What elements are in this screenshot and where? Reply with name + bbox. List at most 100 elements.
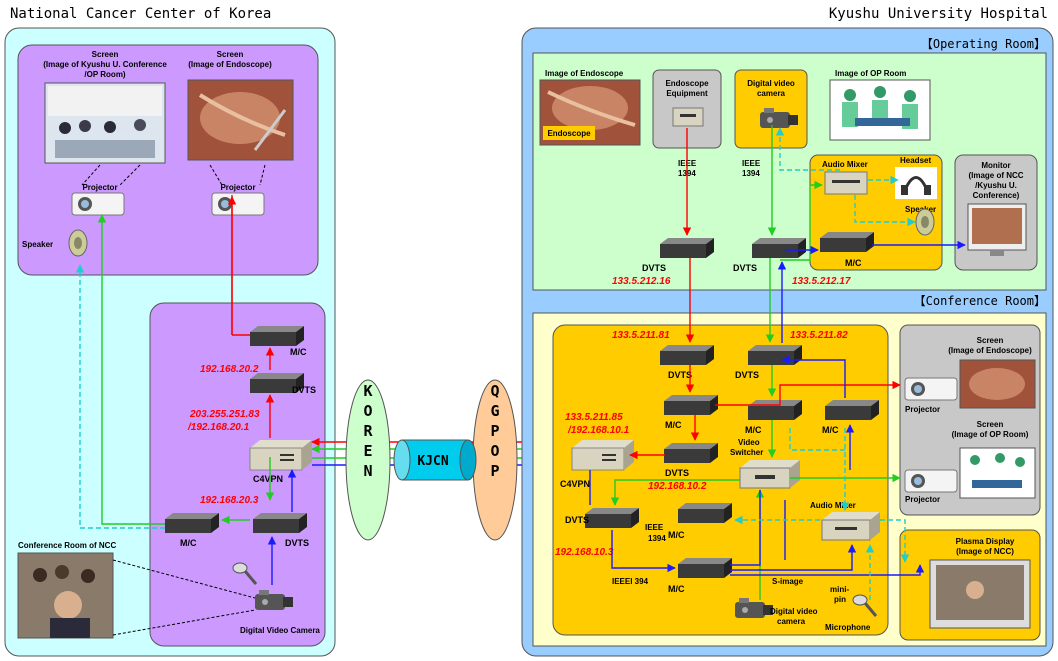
conf-audio-mixer-icon xyxy=(821,512,880,541)
dvts-device-icon xyxy=(660,345,714,365)
conf-ip-d: 192.168.10.3 xyxy=(555,547,614,558)
op-headset-label: Headset xyxy=(900,156,931,165)
conf-endoscope-screen xyxy=(959,359,1036,409)
ncc-conference-room-label: Conference Room of NCC xyxy=(18,541,116,550)
video-switcher-label: Video xyxy=(738,438,760,447)
conf-mc5-label: M/C xyxy=(668,584,685,594)
ncc-speaker-label: Speaker xyxy=(22,240,53,249)
dvts-device-icon xyxy=(748,345,802,365)
projector-icon xyxy=(904,469,958,493)
ncc-screen2-caption: (Image of Endoscope) xyxy=(188,60,272,69)
mc-device-icon xyxy=(748,400,802,420)
operating-room-title: 【Operating Room】 xyxy=(921,37,1046,51)
ncc-ip-top: 192.168.20.2 xyxy=(200,364,259,375)
projector-icon xyxy=(211,192,265,216)
conf-c4vpn-label: C4VPN xyxy=(560,479,590,489)
plasma-display-icon xyxy=(929,559,1031,629)
endoscope-equipment-icon xyxy=(672,107,704,127)
op-room-illustration xyxy=(829,79,931,141)
conf-dvts-b-label: DVTS xyxy=(735,370,759,380)
kyushu-site-title: Kyushu University Hospital xyxy=(829,6,1048,22)
conf-ip-b: 133.5.211.82 xyxy=(790,330,848,341)
mc-device-icon xyxy=(825,400,879,420)
mc-device-icon xyxy=(820,232,874,252)
conf-camera-label: Digital video xyxy=(770,607,818,616)
conf-ieee-sub: 1394 xyxy=(648,534,666,543)
ncc-screen1-caption-2: /OP Room) xyxy=(84,70,126,79)
op-dvts2-label: DVTS xyxy=(733,263,757,273)
op-audio-mixer-label: Audio Mixer xyxy=(822,160,868,169)
plasma-display-caption: (Image of NCC) xyxy=(956,547,1014,556)
monitor-icon xyxy=(967,203,1027,256)
conf-ieee1394-label: IEEEl 394 xyxy=(612,577,649,586)
op-ip1: 133.5.212.16 xyxy=(612,276,671,287)
ncc-screen1-title: Screen xyxy=(92,50,119,59)
ncc-projector1-label: Projector xyxy=(82,183,117,192)
endoscope-tag-label: Endoscope xyxy=(547,129,591,138)
ncc-mc-top: M/C xyxy=(290,347,307,357)
ncc-screen1-caption: (Image of Kyushu U. Conference xyxy=(43,60,167,69)
s-image-label: S-image xyxy=(772,577,804,586)
mini-pin-label: mini- xyxy=(830,585,849,594)
ncc-conference-photo xyxy=(17,552,114,639)
ncc-dvts-top: DVTS xyxy=(292,385,316,395)
ncc-site-title: National Cancer Center of Korea xyxy=(10,6,271,22)
projector-icon xyxy=(904,377,958,401)
speaker-icon xyxy=(68,229,88,257)
ncc-ip-c4vpn: 203.255.251.83 xyxy=(189,409,260,420)
mc-device-icon xyxy=(664,395,718,415)
conf-mc4-label: M/C xyxy=(668,530,685,540)
koren-label: KOREN xyxy=(359,382,377,482)
mc-device-icon xyxy=(165,513,219,533)
endoscope-photo xyxy=(187,79,294,161)
conf-camera-label-2: camera xyxy=(777,617,806,626)
video-switcher-label-2: Switcher xyxy=(730,448,763,457)
conf-dvts-d-label: DVTS xyxy=(565,515,589,525)
koren-network xyxy=(345,379,391,541)
op-dvts1-label: DVTS xyxy=(642,263,666,273)
mc-device-icon xyxy=(678,558,732,578)
conf-mc2-label: M/C xyxy=(745,425,762,435)
op-monitor-title: Monitor xyxy=(981,161,1010,170)
plasma-display-title: Plasma Display xyxy=(956,537,1015,546)
conf-ip-c4vpn: 133.5.211.85 xyxy=(565,412,623,423)
conf-ieee-label: IEEE xyxy=(645,523,664,532)
c4vpn-router-icon xyxy=(249,439,313,471)
ncc-dvts-bottom: DVTS xyxy=(285,538,309,548)
dvts-device-icon xyxy=(660,238,714,258)
op-monitor-caption-3: Conference) xyxy=(973,191,1020,200)
conf-audio-mixer-label: Audio Mixer xyxy=(810,501,856,510)
kjcn-label: KJCN xyxy=(417,454,448,469)
op-monitor-caption: (Image of NCC xyxy=(968,171,1023,180)
op-ieee2-sub: 1394 xyxy=(742,169,760,178)
op-endoscope-image-label: Image of Endoscope xyxy=(545,69,624,78)
projector-icon xyxy=(71,192,125,216)
op-ip2: 133.5.212.17 xyxy=(792,276,851,287)
op-mc-label: M/C xyxy=(845,258,862,268)
conf-mc3-label: M/C xyxy=(822,425,839,435)
conf-ip-c4vpn-local: /192.168.10.1 xyxy=(567,425,630,436)
endoscope-equipment-label-2: Equipment xyxy=(666,89,708,98)
ncc-ip-c4vpn-local: /192.168.20.1 xyxy=(187,422,250,433)
conf-ip-c: 192.168.10.2 xyxy=(648,481,707,492)
speaker-icon xyxy=(915,208,935,236)
conf-screen1-title: Screen xyxy=(977,336,1004,345)
ncc-ip-bottom: 192.168.20.3 xyxy=(200,495,259,506)
op-camera-label: Digital video xyxy=(747,79,795,88)
audio-mixer-icon xyxy=(824,171,868,195)
conf-screen1-caption: (Image of Endoscope) xyxy=(948,346,1032,355)
mc-device-icon xyxy=(678,503,732,523)
conf-projector1-label: Projector xyxy=(905,405,940,414)
ncc-screen2-title: Screen xyxy=(217,50,244,59)
dvts-device-icon xyxy=(585,508,639,528)
endoscope-tag xyxy=(543,126,595,140)
op-monitor-caption-2: /Kyushu U. xyxy=(975,181,1017,190)
ncc-projector2-label: Projector xyxy=(220,183,255,192)
endoscope-equipment-label: Endoscope xyxy=(665,79,709,88)
ncc-mc-bottom: M/C xyxy=(180,538,197,548)
conf-mc1-label: M/C xyxy=(665,420,682,430)
conference-photo xyxy=(44,82,166,164)
conf-projector2-label: Projector xyxy=(905,495,940,504)
op-speaker-label: Speaker xyxy=(905,205,936,214)
